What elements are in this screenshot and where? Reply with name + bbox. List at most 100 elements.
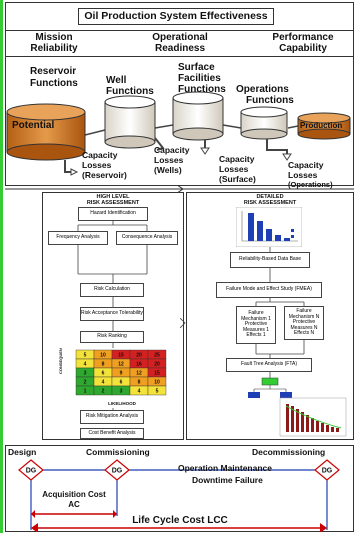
matrix-cell-value: 25	[154, 353, 160, 359]
matrix-cell-value: 6	[120, 380, 123, 386]
failure-mechanism-1-box: Failure Mechanism 1 Protective Measures …	[236, 306, 276, 344]
category-performance-sub: Capability	[279, 43, 327, 54]
dg-diamond-commissioning: DG	[104, 459, 130, 481]
surface-functions-label-3: Functions	[178, 84, 226, 95]
dg-diamond-design: DG	[18, 459, 44, 481]
category-operational: Operational	[152, 32, 208, 43]
risk-mitigation-box: Risk Mitigation Analysis	[80, 410, 144, 424]
design-label: Design	[8, 447, 37, 457]
well-functions-label: Well	[106, 75, 127, 86]
degradation-chart	[279, 397, 347, 437]
operations-functions-label-2: Functions	[246, 95, 294, 106]
capacity-losses-wells-3: (Wells)	[154, 165, 182, 175]
capacity-losses-wells-2: Losses	[154, 155, 184, 165]
consequence-analysis-box: Consequence Analysis	[116, 231, 178, 245]
matrix-cell	[147, 385, 167, 396]
capacity-losses-reservoir-2: Losses	[82, 160, 112, 170]
matrix-cell-value: 4	[138, 389, 141, 395]
matrix-cell-value: 10	[100, 353, 106, 359]
matrix-cell-value: 2	[102, 389, 105, 395]
production-tank	[297, 112, 351, 140]
categories-box	[5, 30, 354, 57]
reservoir-functions-label: Reservoir	[30, 66, 77, 77]
risk-acceptance-box: Risk Acceptance Tolerability	[80, 307, 144, 321]
well-functions-label-2: Functions	[106, 86, 154, 97]
matrix-cell-value: 4	[102, 380, 105, 386]
risk-calculation-box: Risk Calculation	[80, 283, 144, 297]
fault-tree-diagram	[248, 377, 292, 398]
section-connector	[5, 185, 354, 193]
capacity-losses-surface-3: (Surface)	[219, 174, 256, 184]
risk-ranking-box: Risk Ranking	[80, 331, 144, 343]
reservoir-tank	[6, 103, 86, 161]
capacity-losses-surface-1: Capacity	[219, 154, 255, 164]
category-mission-sub: Reliability	[30, 43, 78, 54]
matrix-cell-value: 10	[154, 380, 160, 386]
cost-benefit-box: Cost Benefit Analysis	[80, 428, 144, 439]
production-label: Production	[300, 121, 343, 130]
lifecycle-diagram: DG DG DG	[18, 459, 340, 532]
matrix-cell-value: 12	[136, 371, 142, 377]
svg-text:DG: DG	[26, 468, 37, 475]
surface-functions-label: Surface	[178, 62, 215, 73]
life-cycle-cost-label: Life Cycle Cost LCC	[132, 515, 228, 526]
capacity-losses-operations-2: Losses	[288, 170, 318, 180]
frequency-analysis-box: Frequency Analysis	[48, 231, 108, 245]
svg-text:DG: DG	[322, 468, 333, 475]
matrix-cell-value: 8	[102, 362, 105, 368]
dg-diamond-decommissioning: DG	[314, 459, 340, 481]
acquisition-cost-label: Acquisition Cost	[42, 490, 106, 499]
svg-text:DG: DG	[112, 468, 123, 475]
matrix-cell-value: 16	[136, 362, 142, 368]
left-accent-bar	[0, 0, 3, 533]
top-frame	[5, 2, 354, 186]
matrix-cell-value: 12	[118, 362, 124, 368]
fmea-box: Failure Mode and Effect Study (FMEA)	[216, 282, 322, 298]
surface-functions-label-2: Facilities	[178, 73, 221, 84]
category-mission: Mission	[35, 32, 73, 43]
well-tank	[104, 95, 156, 149]
consequence-axis-label: CONSEQUENCE	[58, 348, 63, 374]
panel-connector	[180, 318, 186, 328]
capacity-losses-operations-1: Capacity	[288, 160, 324, 170]
hazard-identification-box: Hazard Identification	[78, 207, 148, 221]
matrix-cell-value: 5	[84, 353, 87, 359]
capacity-losses-reservoir-1: Capacity	[82, 150, 118, 160]
operations-functions-label: Operations	[236, 84, 289, 95]
matrix-cell-value: 3	[84, 371, 87, 377]
high-level-panel	[42, 192, 184, 440]
decommissioning-label: Decommissioning	[252, 447, 326, 457]
category-operational-sub: Readiness	[154, 43, 206, 54]
capacity-losses-surface-2: Losses	[219, 164, 249, 174]
matrix-cell-value: 2	[84, 380, 87, 386]
reliability-database-box: Reliability-Based Data Base	[230, 252, 310, 268]
potential-label: Potential	[12, 120, 55, 131]
high-level-connectors	[77, 221, 148, 418]
matrix-cell-value: 9	[120, 371, 123, 377]
operation-maintenance-label: Operation Maintenance	[178, 463, 272, 473]
capacity-losses-operations-3: (Operations)	[288, 180, 333, 189]
detailed-title: DETAILED	[256, 194, 284, 200]
system-title: Oil Production System Effectiveness	[84, 10, 268, 22]
matrix-cell-value: 20	[154, 362, 160, 368]
tanks-diagram	[6, 91, 351, 176]
reservoir-functions-label-2: Functions	[30, 78, 78, 89]
downtime-failure-label: Downtime Failure	[192, 475, 263, 485]
category-performance: Performance	[272, 32, 334, 43]
capacity-losses-reservoir-3: (Reservoir)	[82, 170, 127, 180]
commissioning-label: Commissioning	[86, 447, 150, 457]
reliability-chart-thumbnail	[236, 207, 302, 247]
matrix-cell-value: 1	[84, 389, 87, 395]
matrix-cell-value: 5	[156, 389, 159, 395]
lifecycle-frame	[5, 445, 354, 532]
matrix-cell-value: 20	[136, 353, 142, 359]
operations-tank	[240, 106, 288, 140]
capacity-losses-wells-1: Capacity	[154, 145, 190, 155]
detailed-title-2: RISK ASSESSMENT	[243, 200, 297, 206]
high-level-title-2: RISK ASSESSMENT	[86, 200, 140, 206]
fault-tree-box: Fault Tree Analysis (FTA)	[226, 358, 312, 372]
matrix-cell-value: 3	[120, 389, 123, 395]
acquisition-cost-abbrev: AC	[68, 500, 80, 509]
